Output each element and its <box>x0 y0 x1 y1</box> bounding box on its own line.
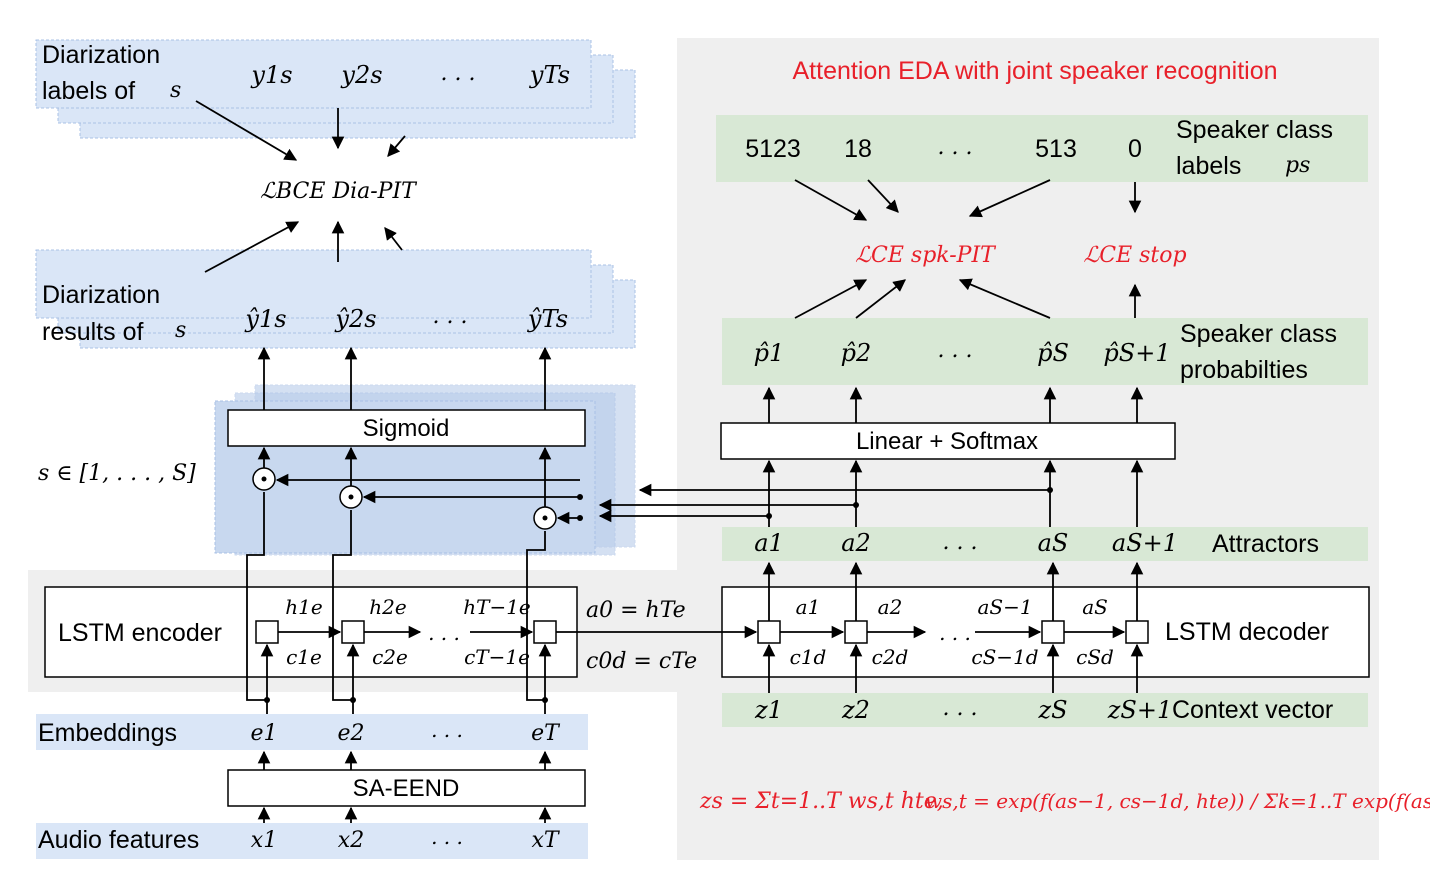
y-label-2: y2s <box>340 61 382 89</box>
phat-label-1: p̂1 <box>754 339 785 367</box>
a-label-2: a2 <box>841 529 871 557</box>
dec-c-label-1: c1d <box>790 645 827 669</box>
sigmoid-box <box>227 409 586 447</box>
h-label-T-1: hT−1e <box>463 595 531 619</box>
dec-c-label-S-1: cS−1d <box>971 645 1038 669</box>
y-label-T: yTs <box>529 61 570 89</box>
x-dots: . . . <box>431 825 463 849</box>
audio-features-label: Audio features <box>38 826 199 854</box>
phat-label-2: p̂2 <box>841 339 872 367</box>
c-enc-label-T-1: cT−1e <box>464 645 530 669</box>
dec-dots: . . . <box>939 621 971 645</box>
c-enc-label-2: c2e <box>372 645 408 669</box>
yhat-dots: . . . <box>433 304 468 329</box>
encoder-cells <box>255 620 557 644</box>
speaker-class-labels-line1: Speaker class <box>1176 116 1333 144</box>
lstm-decoder-label: LSTM decoder <box>1165 618 1329 646</box>
e-dots: . . . <box>431 718 463 742</box>
yhat-label-2: ŷ2s <box>334 305 376 333</box>
speaker-class-probs-line2: probabilties <box>1180 356 1308 384</box>
attractors-label: Attractors <box>1212 530 1319 558</box>
phat-label-S: p̂S <box>1037 339 1069 367</box>
yhat-label-1: ŷ1s <box>244 305 286 333</box>
a-label-S1: aS+1 <box>1112 529 1178 557</box>
ps-label: ps <box>1285 153 1310 178</box>
diar-results-s: s <box>175 318 186 343</box>
odot-circles <box>252 467 557 530</box>
dec-a-label-S-1: aS−1 <box>977 595 1032 619</box>
h-label-2: h2e <box>369 595 406 619</box>
a-label-S: aS <box>1038 529 1069 557</box>
diar-results-line1: Diarization <box>42 281 160 309</box>
loss-stop: ℒCE stop <box>1083 243 1186 268</box>
x-label-2: x2 <box>338 828 364 853</box>
a-label-1: a1 <box>754 529 784 557</box>
context-vector-strip <box>722 693 1368 727</box>
c-enc-label-1: c1e <box>286 645 322 669</box>
e-label-T: eT <box>531 721 561 746</box>
title: Attention EDA with joint speaker recogni… <box>793 57 1278 85</box>
h-label-1: h1e <box>285 595 322 619</box>
diar-results-stack <box>35 249 636 349</box>
linear-softmax-box <box>720 422 1176 460</box>
c0-equation: c0d = cTe <box>586 649 697 674</box>
loss-spk-pit: ℒCE spk-PIT <box>855 243 997 268</box>
audio-features-strip <box>36 823 588 859</box>
z-label-S: zS <box>1037 696 1067 724</box>
embeddings-strip <box>36 714 588 750</box>
yhat-label-T: ŷTs <box>527 305 568 333</box>
phat-label-S1: p̂S+1 <box>1103 339 1170 367</box>
dec-c-label-S: cSd <box>1076 645 1114 669</box>
speaker-id-3: 513 <box>1035 135 1077 163</box>
diar-labels-stack <box>35 39 636 139</box>
z-label-2: z2 <box>841 696 870 724</box>
sigmoid-label: Sigmoid <box>363 415 450 442</box>
speaker-class-labels-line2: labels <box>1176 152 1241 180</box>
a-dots: . . . <box>943 530 978 555</box>
dec-a-label-2: a2 <box>878 595 903 619</box>
formula-z: zs = Σt=1..T ws,t hte, <box>699 789 944 814</box>
sa-eend-label: SA-EEND <box>353 775 460 802</box>
speaker-id-1: 5123 <box>745 135 801 163</box>
z-label-S1: zS+1 <box>1107 696 1172 724</box>
e-label-2: e2 <box>337 721 364 746</box>
x-label-T: xT <box>531 828 560 853</box>
phat-dots: . . . <box>938 338 973 363</box>
speaker-id-4: 0 <box>1128 135 1142 163</box>
y-dots: . . . <box>441 61 476 86</box>
speaker-probs-strip <box>722 318 1368 385</box>
speaker-id-dots: . . . <box>938 135 973 160</box>
dec-a-label-S: aS <box>1082 595 1108 619</box>
enc-dots: . . . <box>428 621 460 645</box>
lstm-encoder-label: LSTM encoder <box>58 619 222 647</box>
right-connections <box>275 179 1144 693</box>
diar-labels-s: s <box>170 78 181 103</box>
dec-a-label-1: a1 <box>796 595 821 619</box>
dec-c-label-2: c2d <box>872 645 909 669</box>
s-range-label: s ∈ [1, . . . , S] <box>38 461 196 486</box>
e-label-1: e1 <box>250 721 277 746</box>
left-connections <box>195 100 758 823</box>
a0-equation: a0 = hTe <box>586 598 686 623</box>
y-label-1: y1s <box>250 61 292 89</box>
embeddings-label: Embeddings <box>38 719 177 747</box>
junction-dots <box>264 487 1053 703</box>
diar-results-line2: results of <box>42 318 143 346</box>
z-dots: . . . <box>943 696 978 721</box>
diar-labels-line1: Diarization <box>42 41 160 69</box>
diar-labels-line2: labels of <box>42 77 135 105</box>
speaker-class-probs-line1: Speaker class <box>1180 320 1337 348</box>
loss-dia-pit: ℒBCE Dia-PIT <box>260 179 418 204</box>
speaker-id-2: 18 <box>844 135 872 163</box>
z-label-1: z1 <box>754 696 783 724</box>
linear-softmax-label: Linear + Softmax <box>856 428 1038 455</box>
x-label-1: x1 <box>251 828 277 853</box>
speaker-labels-strip <box>716 115 1368 182</box>
formula-w: ws,t = exp(f(as−1, cs−1d, hte)) / Σk=1..… <box>925 789 1430 813</box>
context-vector-label: Context vector <box>1172 696 1333 724</box>
sa-eend-box <box>227 769 586 807</box>
attractors-strip <box>722 527 1368 561</box>
